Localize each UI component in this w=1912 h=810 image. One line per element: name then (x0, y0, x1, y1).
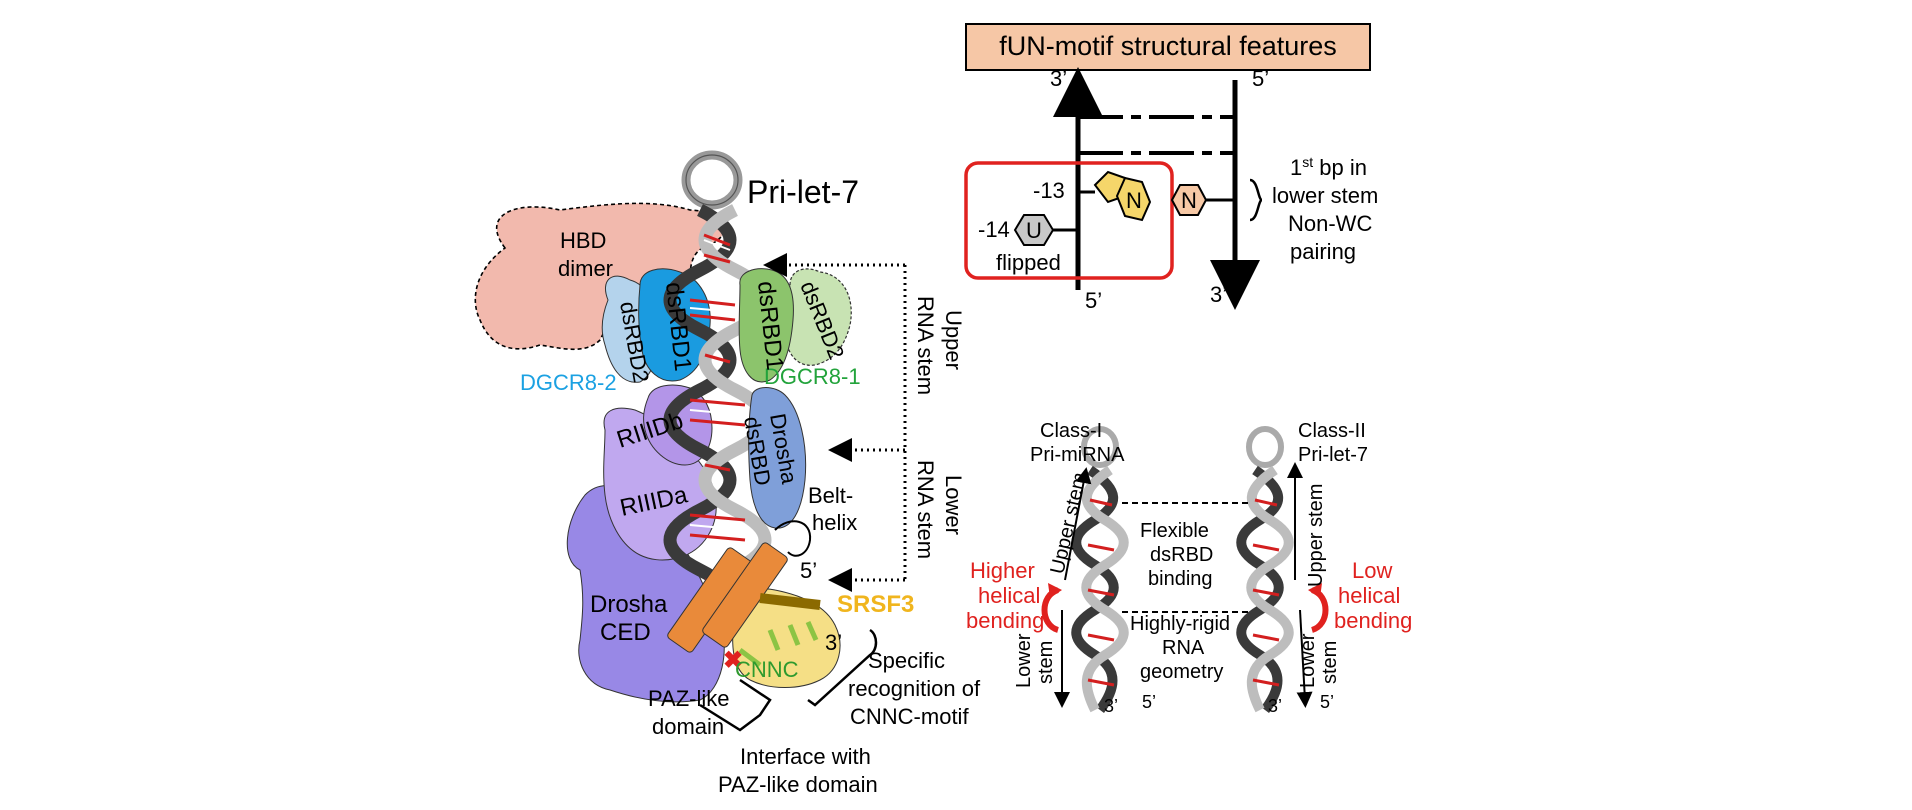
fun-top-5prime: 5’ (1252, 66, 1269, 91)
specific-recognition-3: CNNC-motif (850, 704, 969, 729)
class2-label-2: Pri-let-7 (1298, 444, 1368, 466)
bp-note-line2: lower stem (1272, 183, 1378, 208)
higher-3: bending (966, 608, 1044, 633)
class2-label-1: Class-II (1298, 420, 1366, 442)
dgcr8-2-label: DGCR8-2 (520, 370, 617, 395)
three-prime-left: 3’ (825, 630, 842, 655)
upper-stem-label-1: Upper (941, 310, 966, 370)
class2-lower-label: Lower (1297, 633, 1319, 688)
specific-recognition-2: recognition of (848, 676, 981, 701)
bp-note-line1: 1st bp in (1290, 154, 1367, 180)
belt-helix-label-2: helix (812, 510, 857, 535)
dgcr8-1-label: DGCR8-1 (764, 364, 861, 389)
class1-label-2: Pri-miRNA (1030, 444, 1125, 466)
position-13-label: -13 (1033, 178, 1065, 203)
fun-title: fUN-motif structural features (999, 31, 1337, 61)
left-panel: ✖ (474, 150, 907, 732)
low-3: bending (1334, 608, 1412, 633)
pri-let-7-title: Pri-let-7 (747, 174, 859, 210)
specific-recognition-1: Specific (868, 648, 945, 673)
fun-title-box (965, 23, 1371, 71)
bp-note-line4: pairing (1290, 239, 1356, 264)
fun-bottom-3prime: 3’ (1210, 282, 1227, 307)
class1-label-1: Class-I (1040, 420, 1102, 442)
interface-label-1: Interface with (740, 744, 871, 769)
hbd-label: HBD (560, 228, 606, 253)
higher-2: helical (978, 583, 1040, 608)
belt-helix (667, 520, 821, 653)
low-1: Low (1352, 558, 1392, 583)
nucleotide-n-13: N (1126, 188, 1142, 213)
flexible-1: Flexible (1140, 520, 1209, 542)
class1-lower-label: Lower (1013, 633, 1035, 688)
class1-3prime: 3’ (1104, 696, 1118, 716)
low-2: helical (1338, 583, 1400, 608)
nucleotide-u-14: U (1026, 218, 1042, 243)
paz-like-label-2: domain (652, 714, 724, 739)
class2-upper-stem: Upper stem (1305, 484, 1327, 587)
paz-like-label-1: PAZ-like (648, 686, 730, 711)
drosha-dsrbd-shape (748, 387, 807, 529)
interface-label-2: PAZ-like domain (718, 772, 878, 797)
higher-1: Higher (970, 558, 1035, 583)
drosha-ced-label-1: Drosha (590, 591, 668, 618)
upper-stem-label-2: RNA stem (913, 296, 938, 395)
rigid-1: Highly-rigid (1130, 613, 1230, 635)
nucleotide-n-pair: N (1181, 188, 1197, 213)
drosha-ced-label-2: CED (600, 619, 651, 646)
class1-5prime: 5’ (1142, 692, 1156, 712)
belt-helix-label-1: Belt- (808, 483, 853, 508)
lower-stem-label-1: Lower (941, 475, 966, 535)
position-14-label: -14 (978, 217, 1010, 242)
fun-motif-panel: fUN-motif structural features N N U 3’ 5… (964, 23, 1378, 313)
fun-top-3prime: 3’ (1050, 66, 1067, 91)
highlight-box (964, 161, 1174, 280)
class-comparison-panel: Class-I Pri-miRNA Class-II Pri-let-7 Upp… (966, 420, 1412, 716)
class2-3prime: 3’ (1268, 696, 1282, 716)
cnnc-marks (738, 620, 819, 667)
five-prime-left: 5’ (800, 558, 817, 583)
lower-stem-label-2: RNA stem (913, 460, 938, 559)
fun-bottom-5prime: 5’ (1085, 288, 1102, 313)
flipped-label: flipped (996, 250, 1061, 275)
class2-stem-label: stem (1319, 641, 1341, 684)
bp-note-line3: Non-WC (1288, 211, 1372, 236)
rigid-2: RNA (1162, 637, 1205, 659)
flexible-3: binding (1148, 568, 1213, 590)
flexible-2: dsRBD (1150, 544, 1213, 566)
cleavage-mark: ✖ (723, 647, 743, 674)
rigid-3: geometry (1140, 661, 1223, 683)
class2-5prime: 5’ (1320, 692, 1334, 712)
srsf3-label: SRSF3 (837, 591, 914, 618)
class1-stem-label: stem (1035, 641, 1057, 684)
cnnc-label: CNNC (735, 657, 799, 682)
hbd-dimer-label: dimer (558, 256, 613, 281)
